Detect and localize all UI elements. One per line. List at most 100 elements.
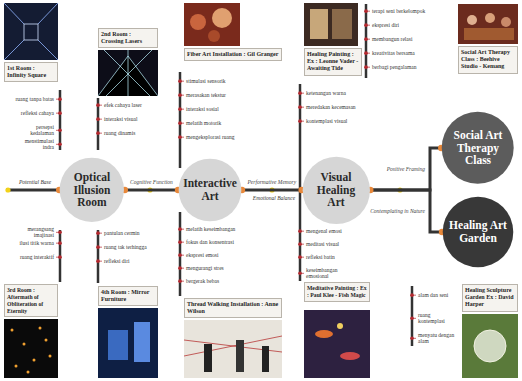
bullet-text: ruang kontemplasi (418, 312, 458, 325)
bullet-dot (178, 253, 182, 257)
bullet-dot (178, 93, 182, 97)
concept-circle: Optical Illusion Room (59, 157, 125, 223)
bullet-dot (58, 97, 62, 101)
circle-label: Visual Healing Art (309, 171, 363, 209)
card-title: 1st Room : Infinity Square (7, 65, 55, 79)
bullet-dot (58, 255, 62, 259)
card-title: Healing Sculpture Garden Ex : David Harp… (465, 287, 515, 309)
circle-fill (443, 197, 514, 268)
bullet-dot (96, 231, 100, 235)
bullet-text: persepsi kedalaman (14, 124, 54, 137)
bullet-text: meditasi visual (306, 241, 358, 247)
circle-fill (302, 156, 369, 223)
bullet-text: fokus dan konsentrasi (186, 239, 246, 245)
concept-circle: Social Art Therapy Class (441, 111, 514, 184)
bullet-text: mengurangi stres (186, 265, 246, 271)
title-card: Social Art Therapy Class : Beehive Studi… (458, 46, 518, 74)
card-title: Thread Walking Installation : Anne Wilso… (187, 301, 279, 315)
bullet-dot (178, 279, 182, 283)
laser-room-photo (98, 50, 158, 96)
bullet-text: melatih motorik (186, 120, 240, 126)
title-card: Healing Sculpture Garden Ex : David Harp… (462, 284, 518, 312)
bullet-text: interaksi visual (104, 116, 154, 122)
title-card: Fiber Art Installation : Gil Granger (184, 48, 282, 61)
circle-label: Social Art Therapy Class (448, 129, 508, 167)
bullet-dot (96, 245, 100, 249)
bullet-dot (298, 255, 302, 259)
bullet-dot (298, 105, 302, 109)
bullet-text: membangun relasi (372, 36, 452, 42)
bullet-text: ekspresi emosi (186, 252, 246, 258)
bullet-dot (364, 37, 368, 41)
bullet-dot (96, 131, 100, 135)
connector-line (370, 148, 441, 190)
bullet-text: pantulan cermin (104, 230, 154, 236)
title-card: Thread Walking Installation : Anne Wilso… (184, 298, 282, 318)
title-card: Healing Painting : Ex : Leonne Vader - A… (304, 48, 362, 76)
bullet-text: ilusi titik warna (14, 240, 54, 246)
bullet-text: merangsang imajinasi (14, 226, 54, 239)
bullet-dot (410, 337, 414, 341)
concept-circle: Interactive Art (178, 158, 242, 222)
bullet-dot (58, 129, 62, 133)
infinity-room-photo (4, 3, 58, 60)
bullet-text: mengenal emosi (306, 228, 358, 234)
bullet-dot (298, 119, 302, 123)
bullet-dot (58, 143, 62, 147)
concept-circle: Healing Art Garden (442, 196, 514, 268)
healing-painting-photo (304, 3, 358, 46)
bullet-text: refleksi batin (306, 254, 358, 260)
thread-walking-photo (184, 320, 282, 378)
circle-fill (60, 158, 124, 222)
card-title: Meditative Painting : Ex : Paul Klee - F… (307, 285, 367, 299)
bullet-text: menstimulasi indra (14, 138, 54, 151)
title-card: Meditative Painting : Ex : Paul Klee - F… (304, 282, 370, 302)
bullet-text: efek cahaya laser (104, 102, 154, 108)
bullet-text: refleksi cahaya (14, 110, 54, 116)
social-class-photo (458, 4, 518, 44)
card-title: 4th Room : Mirror Furniture (101, 289, 155, 303)
card-title: Healing Painting : Ex : Leonne Vader - A… (307, 51, 359, 73)
circle-label: Interactive Art (183, 177, 237, 202)
bullet-dot (298, 229, 302, 233)
bullet-dot (96, 117, 100, 121)
bullet-dot (178, 121, 182, 125)
axis-label: Emotional Balance (246, 195, 302, 201)
bullet-dot (298, 242, 302, 246)
mirror-room-photo (98, 308, 158, 378)
bullet-text: keseimbangan emosional (306, 267, 358, 280)
bullet-dot (178, 266, 182, 270)
title-card: 4th Room : Mirror Furniture (98, 286, 158, 306)
bullet-text: bergerak bebas (186, 278, 246, 284)
title-card: 1st Room : Infinity Square (4, 62, 58, 82)
circle-fill (179, 159, 242, 222)
bullet-dot (298, 91, 302, 95)
bullet-dot (410, 293, 414, 297)
bullet-text: berbagi pengalaman (372, 64, 452, 70)
edge-label: Positive Framing (386, 166, 426, 172)
edge-label: Performative Memory (246, 179, 297, 185)
bullet-dot (96, 259, 100, 263)
spine-line (6, 189, 62, 192)
sculpture-garden-photo (462, 314, 518, 378)
title-card: 3rd Room : Aftermath of Obliteration of … (4, 284, 58, 317)
bullet-dot (364, 9, 368, 13)
bullet-dot (58, 231, 62, 235)
bullet-dot (178, 107, 182, 111)
concept-circle: Visual Healing Art (302, 156, 371, 225)
bullet-dot (58, 241, 62, 245)
bullet-dot (178, 240, 182, 244)
edge-label: Cognitive Function (129, 179, 174, 185)
bullet-text: mengeksplorasi ruang (186, 134, 240, 140)
bullet-text: ruang dinamis (104, 130, 154, 136)
bullet-text: ketenangan warna (306, 90, 358, 96)
circle-label: Optical Illusion Room (67, 171, 117, 209)
bullet-dot (364, 51, 368, 55)
bullet-text: alam dan seni (418, 292, 458, 298)
fiber-art-photo (184, 3, 240, 46)
bullet-text: meredakan kecemasan (306, 104, 358, 110)
card-title: 2nd Room : Crossing Lasers (101, 31, 155, 45)
bullet-dot (364, 65, 368, 69)
card-title: Fiber Art Installation : Gil Granger (187, 51, 279, 58)
